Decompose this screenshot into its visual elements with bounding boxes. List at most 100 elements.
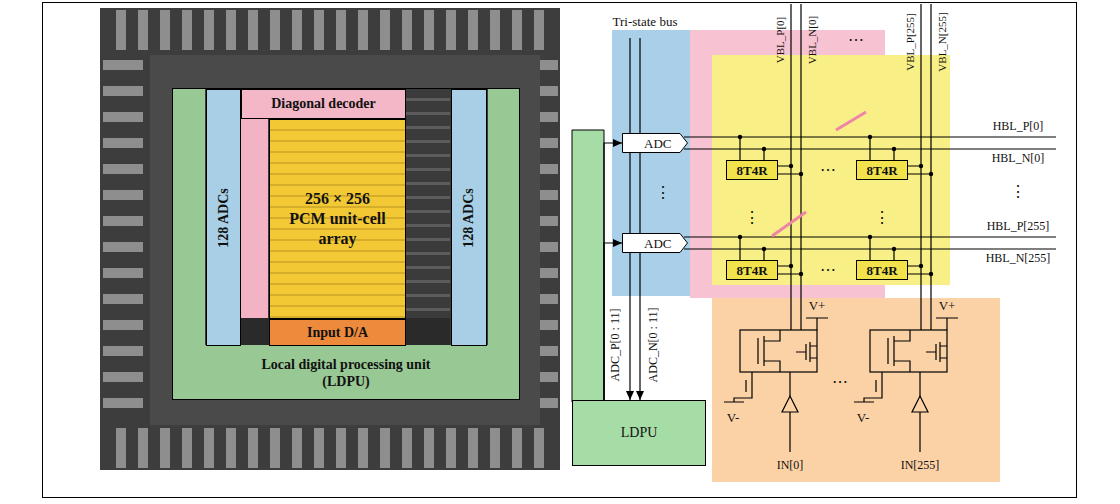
junction-dot <box>868 135 872 139</box>
junction-dot <box>738 135 742 139</box>
cell-box: 8T4R <box>856 260 908 280</box>
bus-arrow <box>604 143 622 400</box>
adc-column: 128 ADCs <box>206 89 241 346</box>
node-label: 8T4R <box>866 264 897 277</box>
driver-circuit <box>854 318 958 452</box>
node-label: 128 ADCs <box>216 188 231 248</box>
junction-dot <box>799 272 803 276</box>
adc-region <box>612 30 690 296</box>
cell-stub <box>740 137 931 274</box>
ldpu-overlay <box>172 88 520 400</box>
input-wire <box>789 372 790 452</box>
cell-box: 8T4R <box>856 160 908 180</box>
decoder-strip <box>240 118 268 318</box>
die-core <box>150 55 540 425</box>
signal-label: HBL_P[0] <box>993 120 1044 133</box>
node-label: Input D/A <box>307 325 368 340</box>
node-label: LDPU <box>621 426 658 440</box>
signal-label: ⋯ <box>832 373 848 391</box>
array-region <box>712 55 950 285</box>
signal-label: ADC_P[0 : 11] <box>609 309 622 382</box>
bus-band-outline <box>572 130 604 402</box>
buffer-symbol <box>782 396 798 412</box>
node-label: 8T4R <box>736 264 767 277</box>
die-photo <box>100 8 560 470</box>
signal-label: ⋯ <box>820 161 836 179</box>
junction-dot <box>919 264 923 268</box>
driver-loop <box>740 330 817 372</box>
adc-column: 128 ADCs <box>451 89 487 346</box>
cell-box: 8T4R <box>726 160 778 180</box>
signal-label: VBL_P[0] <box>774 17 786 63</box>
transistor-symbol <box>796 342 817 362</box>
signal-label: V- <box>727 411 740 425</box>
signal-label: V+ <box>939 299 956 313</box>
node-label: 8T4R <box>736 164 767 177</box>
bus-arrow <box>629 153 630 400</box>
node-label: 8T4R <box>866 164 897 177</box>
signal-label: V+ <box>809 299 826 313</box>
figure-frame <box>43 3 1077 498</box>
bus-band <box>572 130 604 402</box>
signal-label: VBL_N[255] <box>936 12 948 71</box>
node-label: ADC <box>644 137 671 150</box>
driver-circuit <box>724 318 828 452</box>
signal-label: ⋮ <box>655 184 671 202</box>
junction-dot <box>892 247 896 251</box>
junction-dot <box>929 272 933 276</box>
ldpu-block: LDPU <box>572 400 706 466</box>
transistor-symbol <box>758 330 780 372</box>
pad-column <box>103 60 143 420</box>
bus-arrow <box>639 253 640 400</box>
node-label: Diagonal decoder <box>271 96 376 111</box>
signal-label: VBL_N[0] <box>806 16 818 64</box>
signal-label: IN[0] <box>777 459 804 472</box>
adc-shape <box>623 134 688 153</box>
junction-dots <box>738 135 933 276</box>
bus-arrow <box>604 243 622 400</box>
diagonal-select-line <box>772 112 866 236</box>
signal-label: ⋮ <box>874 209 890 227</box>
pad-row <box>106 428 554 468</box>
junction-dot <box>789 264 793 268</box>
die-wiring <box>405 88 450 345</box>
junction-dot <box>892 147 896 151</box>
junction-dot <box>762 147 766 151</box>
junction-dot <box>738 235 742 239</box>
signal-label: Tri-state bus <box>613 15 678 29</box>
junction-dot <box>919 164 923 168</box>
array-block: 256 × 256 PCM unit-cell array <box>269 119 406 319</box>
die-band <box>240 318 450 345</box>
die-interior <box>205 88 488 345</box>
junction-dot <box>799 172 803 176</box>
adc-block: ADC <box>622 233 688 253</box>
junction-dot <box>868 235 872 239</box>
signal-label: HBL_N[255] <box>986 252 1051 265</box>
signal-label: ⋯ <box>848 31 864 49</box>
cell-box: 8T4R <box>726 260 778 280</box>
signal-label: VBL_P[255] <box>904 13 916 70</box>
junction-dot <box>929 172 933 176</box>
ldpu-region: Local digital processing unit (LDPU) 128 … <box>172 88 520 400</box>
supply-symbol <box>724 372 752 402</box>
signal-label: HBL_N[0] <box>992 152 1045 165</box>
node-label: Local digital processing unit (LDPU) <box>237 357 455 391</box>
signal-label: ⋯ <box>820 261 836 279</box>
node-label: 128 ADCs <box>461 188 476 248</box>
signal-label: V- <box>857 411 870 425</box>
adc-shape <box>623 234 688 253</box>
junction-dot <box>762 247 766 251</box>
dac-region <box>712 298 1000 482</box>
dac-band: Input D/A <box>269 319 406 346</box>
node-label: ADC <box>644 237 671 250</box>
signal-label: HBL_P[255] <box>987 220 1050 233</box>
supply-symbol <box>806 318 828 330</box>
signal-label: ⋮ <box>744 209 760 227</box>
adc-block: ADC <box>622 133 688 153</box>
junction-dot <box>789 164 793 168</box>
signal-label: IN[255] <box>901 459 940 472</box>
signal-label: ⋮ <box>1010 183 1026 201</box>
